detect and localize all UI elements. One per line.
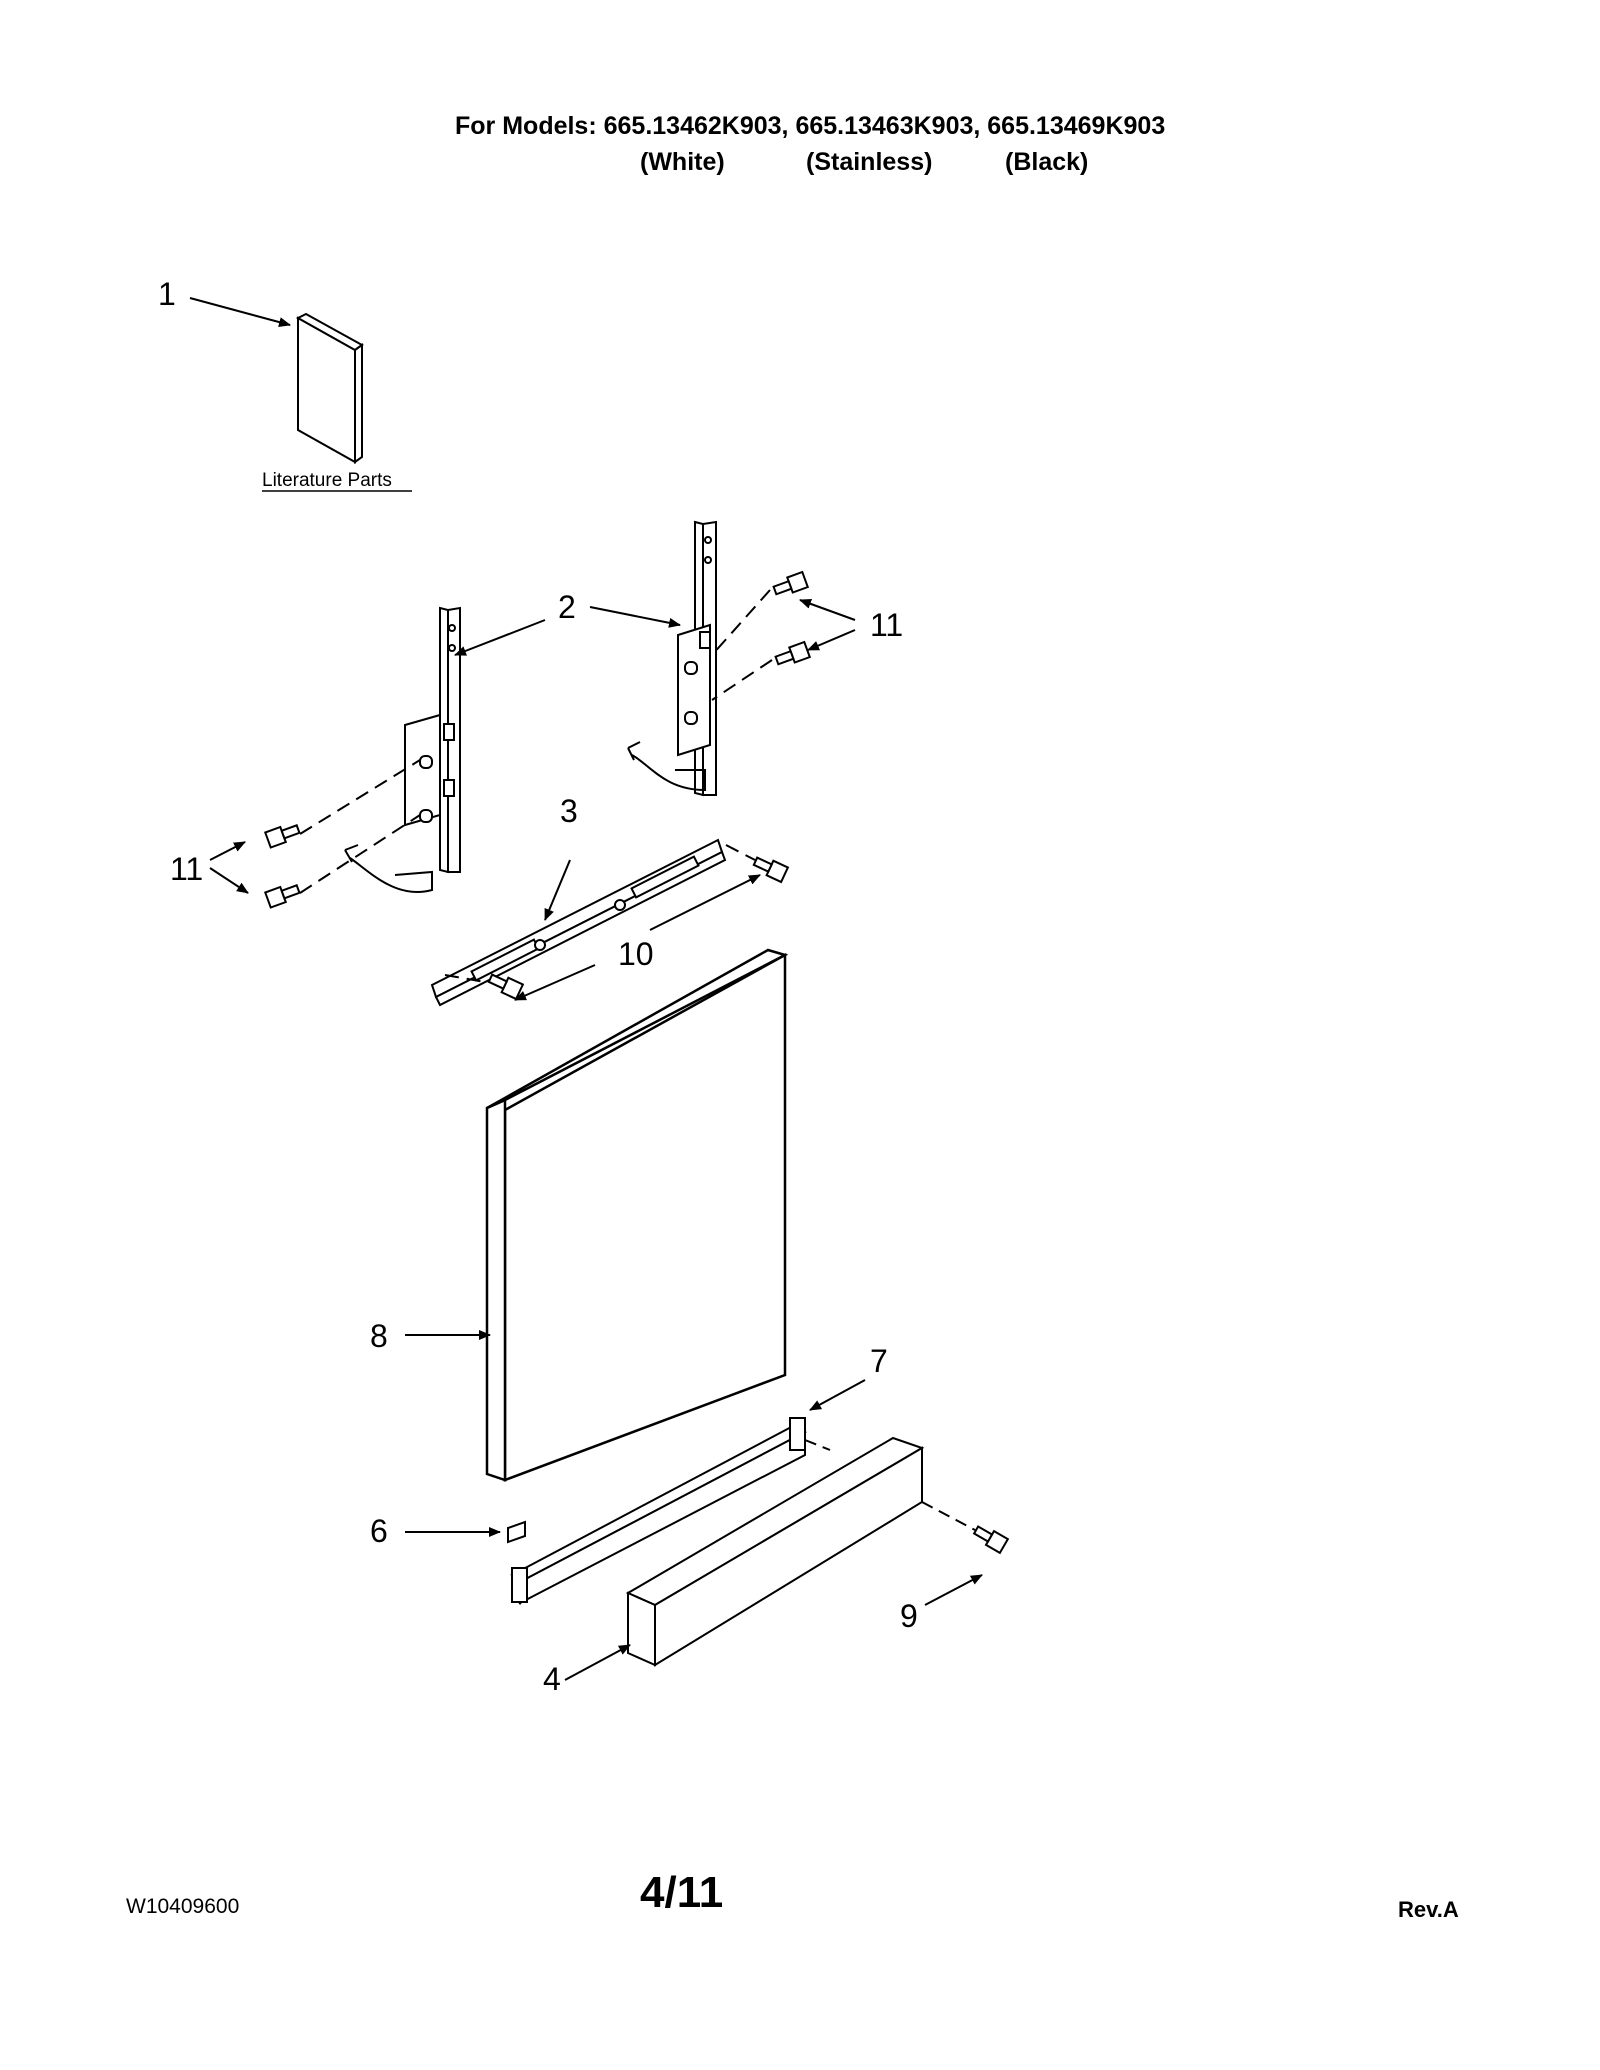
callout-11-right: 11	[870, 607, 903, 643]
literature-parts-label: Literature Parts	[262, 470, 392, 491]
callout-7: 7	[870, 1343, 888, 1379]
hinge-bracket-left	[344, 606, 461, 893]
models-line: For Models: 665.13462K903, 665.13463K903…	[455, 112, 1166, 140]
variant-stainless: (Stainless)	[806, 148, 933, 176]
document-number: W10409600	[126, 1895, 240, 1918]
callout-6: 6	[370, 1513, 388, 1549]
toe-dashes	[804, 1439, 976, 1531]
page-number: 4/11	[640, 1868, 724, 1917]
callout-4: 4	[543, 1661, 561, 1697]
callout-2: 2	[558, 589, 576, 625]
rail-dashes	[444, 844, 756, 983]
variant-white: (White)	[640, 148, 725, 176]
screw-dashes	[299, 589, 773, 894]
clip-6	[507, 1520, 526, 1544]
hinge-bracket-right	[627, 520, 717, 797]
door-rail-bracket	[430, 838, 727, 1007]
screws-11	[263, 570, 812, 909]
callout-11-left: 11	[170, 851, 203, 887]
toe-panel	[510, 1417, 807, 1605]
callout-3: 3	[560, 793, 578, 829]
variant-black: (Black)	[1005, 148, 1089, 176]
callout-9: 9	[900, 1598, 918, 1634]
callout-10: 10	[618, 936, 654, 972]
callout-8: 8	[370, 1318, 388, 1354]
kick-plate	[625, 1436, 925, 1667]
callout-1: 1	[158, 276, 176, 312]
door-panel	[485, 948, 789, 1482]
literature-booklet	[295, 312, 364, 464]
callout-arrows	[189, 297, 983, 1681]
screw-9	[972, 1525, 1010, 1555]
revision: Rev.A	[1398, 1897, 1459, 1922]
